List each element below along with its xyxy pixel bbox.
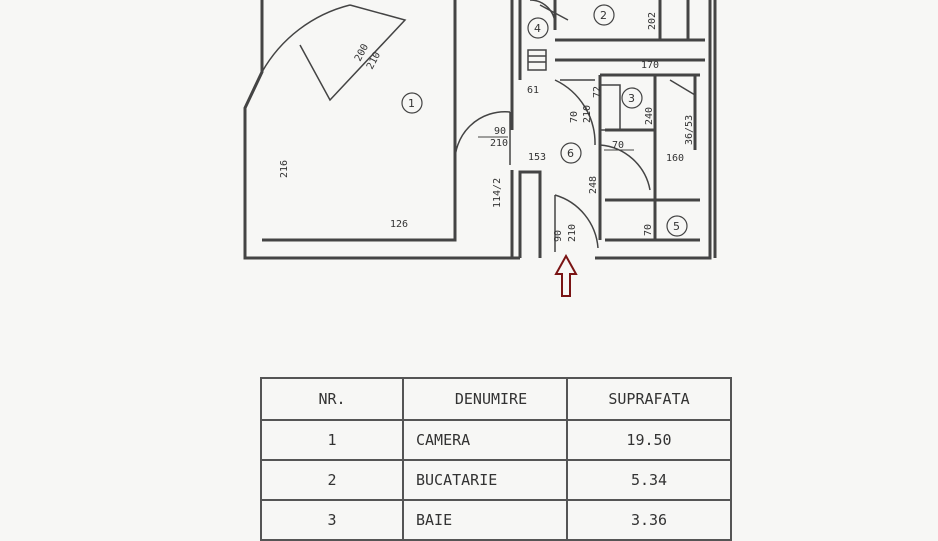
dim-label: 114/2 [492, 178, 503, 208]
row-nr: 3 [260, 499, 404, 541]
dim-label: 210 [490, 138, 508, 149]
dim-label: 248 [588, 176, 599, 194]
dim-label: 61 [527, 85, 539, 96]
row-area: 3.36 [566, 499, 732, 541]
dim-label: 210 [582, 105, 593, 123]
dim-label: 70 [643, 224, 654, 236]
floor-plan-walls [243, 0, 717, 260]
door-swings [261, 0, 696, 252]
row-name: CAMERA [402, 419, 568, 461]
table-row: 1 CAMERA 19.50 [260, 419, 732, 461]
room-number-5: 5 [673, 220, 680, 233]
dim-label: 90 [553, 230, 564, 242]
room-number-6: 6 [567, 147, 574, 160]
dimension-labels: 200 210 216 126 90 210 153 114/2 61 70 2… [279, 12, 695, 242]
row-nr: 1 [260, 419, 404, 461]
dim-label: 70 [612, 140, 624, 151]
dim-label: 153 [528, 152, 546, 163]
room-markers: 1 2 3 4 5 6 [401, 4, 688, 237]
dim-label: 160 [666, 153, 684, 164]
dim-label: 90 [494, 126, 506, 137]
col-header-suprafata: SUPRAFATA [566, 377, 732, 421]
room-number-3: 3 [628, 92, 635, 105]
dim-label: 216 [279, 160, 290, 178]
col-header-nr: NR. [260, 377, 404, 421]
row-nr: 2 [260, 459, 404, 501]
col-header-denumire: DENUMIRE [402, 377, 568, 421]
dim-label: 202 [647, 12, 658, 30]
row-area: 19.50 [566, 419, 732, 461]
row-area: 5.34 [566, 459, 732, 501]
row-name: BUCATARIE [402, 459, 568, 501]
entrance-arrow-icon [554, 253, 578, 297]
room-number-1: 1 [408, 97, 415, 110]
dim-label: 72 [592, 86, 603, 98]
dim-label: 70 [569, 111, 580, 123]
dim-label: 210 [567, 224, 578, 242]
dim-label: 240 [644, 107, 655, 125]
room-number-2: 2 [600, 9, 607, 22]
table-header-row: NR. DENUMIRE SUPRAFATA [260, 377, 732, 421]
room-number-4: 4 [534, 22, 541, 35]
floor-plan: 1 2 3 4 5 6 200 210 216 126 90 210 153 1… [243, 0, 717, 297]
area-table: NR. DENUMIRE SUPRAFATA 1 CAMERA 19.50 2 … [260, 377, 732, 541]
dim-label: 36/53 [684, 115, 695, 145]
table-row: 2 BUCATARIE 5.34 [260, 459, 732, 501]
dim-label: 170 [641, 60, 659, 71]
row-name: BAIE [402, 499, 568, 541]
dim-label: 126 [390, 219, 408, 230]
table-row: 3 BAIE 3.36 [260, 499, 732, 541]
